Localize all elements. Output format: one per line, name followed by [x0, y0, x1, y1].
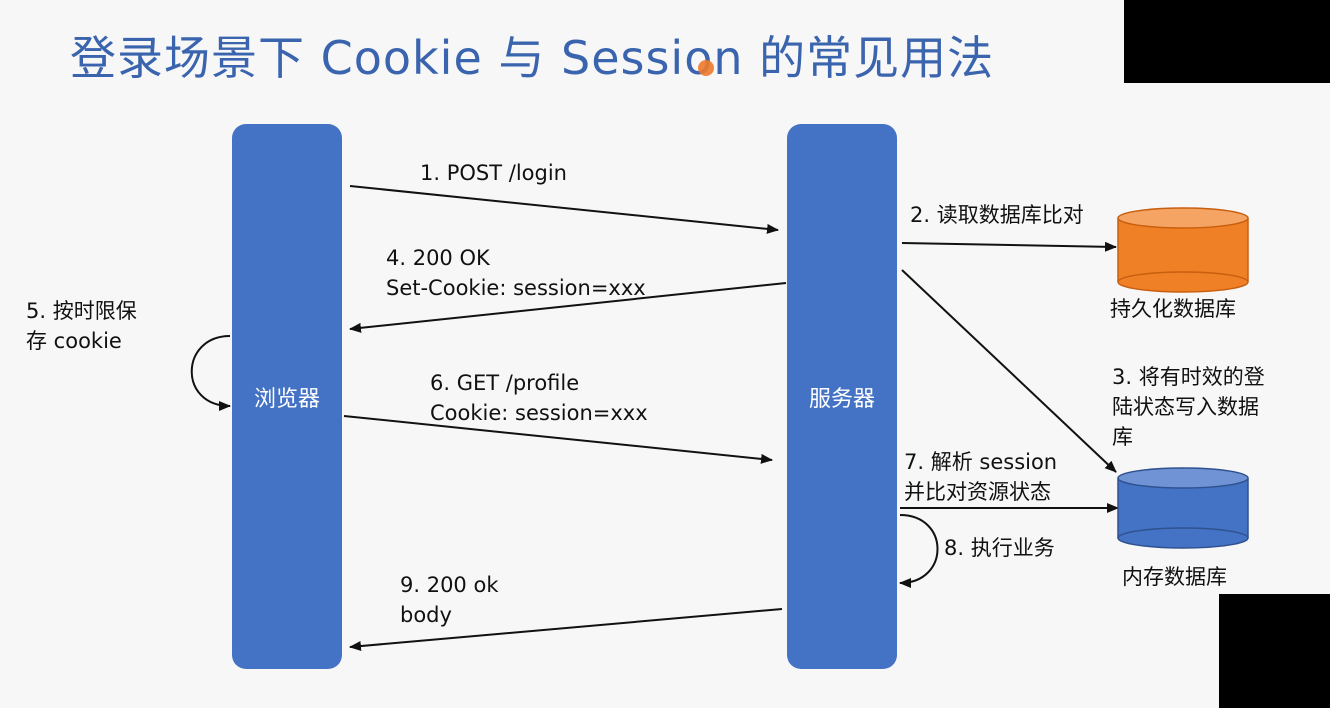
- persistent-db-cylinder: [1117, 207, 1249, 293]
- step1-label: 1. POST /login: [420, 161, 567, 185]
- step7-line1: 7. 解析 session: [904, 450, 1058, 474]
- arrow-step3: [901, 269, 1117, 473]
- arrow-step2: [901, 241, 1117, 252]
- arrow-step1: [349, 185, 779, 234]
- server-label: 服务器: [808, 386, 875, 412]
- memory-db-cylinder: [1117, 467, 1249, 549]
- step7-label: 7. 解析 session 并比对资源状态: [904, 447, 1057, 507]
- step5-line1: 5. 按时限保: [26, 299, 137, 323]
- black-overlay-top: [1124, 0, 1330, 83]
- cursor-dot: [698, 60, 714, 76]
- step2-label: 2. 读取数据库比对: [910, 203, 1084, 227]
- arrow-step6: [343, 415, 773, 464]
- page-title: 登录场景下 Cookie 与 Session 的常见用法: [70, 31, 995, 85]
- step5-line2: 存 cookie: [26, 329, 122, 353]
- black-overlay-bottom: [1219, 594, 1330, 708]
- step3-line3: 库: [1112, 425, 1133, 449]
- arrow-step4: [349, 282, 787, 333]
- step4-line1: 4. 200 OK: [386, 246, 490, 270]
- server-lifeline: 服务器: [787, 124, 897, 669]
- step4-label: 4. 200 OK Set-Cookie: session=xxx: [386, 243, 646, 303]
- step9-line2: body: [400, 603, 452, 627]
- step5-label: 5. 按时限保 存 cookie: [26, 296, 137, 356]
- arrow-step9: [349, 608, 783, 652]
- arrow-step8-loop: [899, 514, 939, 588]
- step9-line1: 9. 200 ok: [400, 573, 499, 597]
- persistent-db-label: 持久化数据库: [1110, 297, 1236, 321]
- step6-label: 6. GET /profile Cookie: session=xxx: [430, 368, 648, 428]
- arrow-step5-loop: [190, 335, 231, 411]
- memory-db-label: 内存数据库: [1122, 565, 1227, 589]
- step6-line1: 6. GET /profile: [430, 371, 580, 395]
- step7-line2: 并比对资源状态: [904, 480, 1051, 504]
- step4-line2: Set-Cookie: session=xxx: [386, 276, 646, 300]
- browser-label: 浏览器: [253, 386, 320, 412]
- step3-label: 3. 将有时效的登 陆状态写入数据 库: [1112, 362, 1265, 452]
- step8-label: 8. 执行业务: [944, 536, 1055, 560]
- browser-lifeline: 浏览器: [232, 124, 342, 669]
- step3-line1: 3. 将有时效的登: [1112, 365, 1265, 389]
- step9-label: 9. 200 ok body: [400, 570, 498, 630]
- step3-line2: 陆状态写入数据: [1112, 395, 1259, 419]
- step6-line2: Cookie: session=xxx: [430, 401, 648, 425]
